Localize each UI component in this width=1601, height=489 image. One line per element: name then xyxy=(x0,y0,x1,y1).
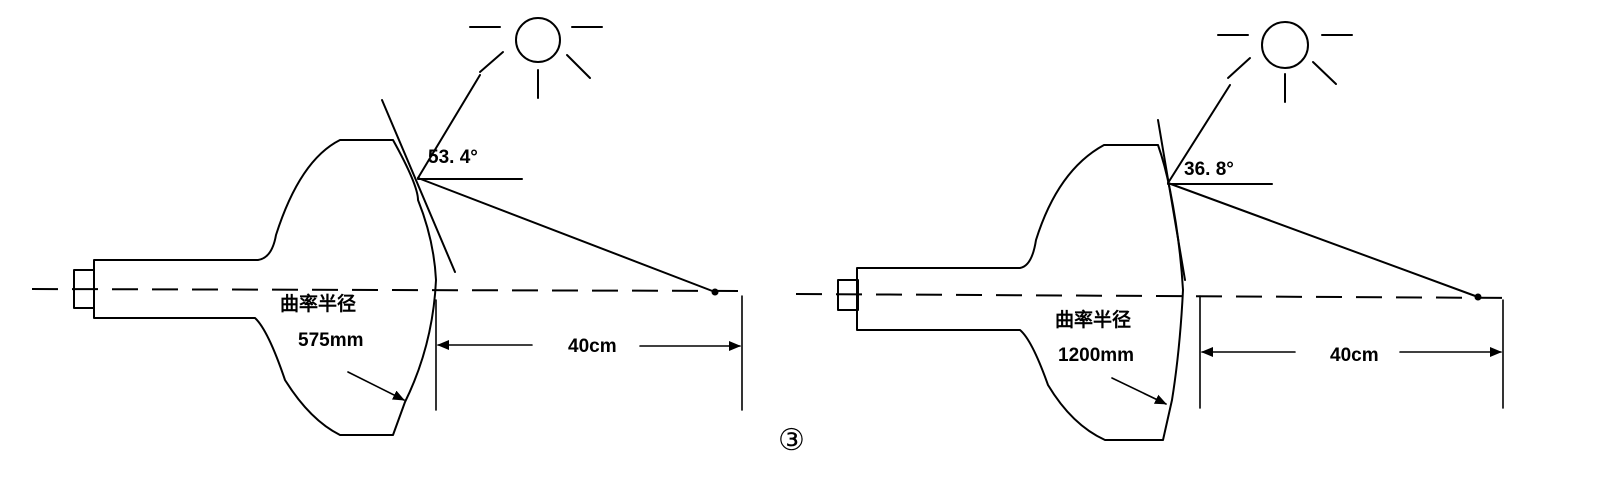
mirror-figure-right: 36. 8° 曲率半径 1200mm 40cm xyxy=(795,21,1516,441)
incident-ray xyxy=(417,74,481,179)
radius-arrow xyxy=(1111,377,1167,405)
tangent-line xyxy=(381,99,456,273)
sun-icon xyxy=(1217,21,1353,103)
distance-label: 40cm xyxy=(1330,345,1379,366)
optical-axis xyxy=(31,288,749,292)
mirror-housing-outline xyxy=(856,144,1184,441)
radius-value: 575mm xyxy=(298,330,364,351)
focal-point xyxy=(1474,293,1482,301)
mirror-housing-outline xyxy=(93,139,437,436)
radius-arrow xyxy=(347,371,405,401)
sun-icon xyxy=(469,17,603,99)
reflected-ray xyxy=(1167,182,1479,298)
radius-caption: 曲率半径 xyxy=(1055,308,1131,331)
optical-axis xyxy=(795,293,1516,299)
distance-label: 40cm xyxy=(568,336,617,357)
angle-label: 53. 4° xyxy=(428,147,478,168)
radius-value: 1200mm xyxy=(1058,345,1134,366)
angle-label: 36. 8° xyxy=(1184,159,1234,180)
tangent-line xyxy=(1157,119,1186,281)
figure-number: ③ xyxy=(778,423,805,458)
reflected-ray xyxy=(417,177,716,293)
incident-ray xyxy=(1167,84,1231,184)
focal-point xyxy=(711,288,719,296)
mirror-figure-left: 53. 4° 曲率半径 575mm 40cm xyxy=(31,17,749,436)
radius-caption: 曲率半径 xyxy=(280,292,356,315)
